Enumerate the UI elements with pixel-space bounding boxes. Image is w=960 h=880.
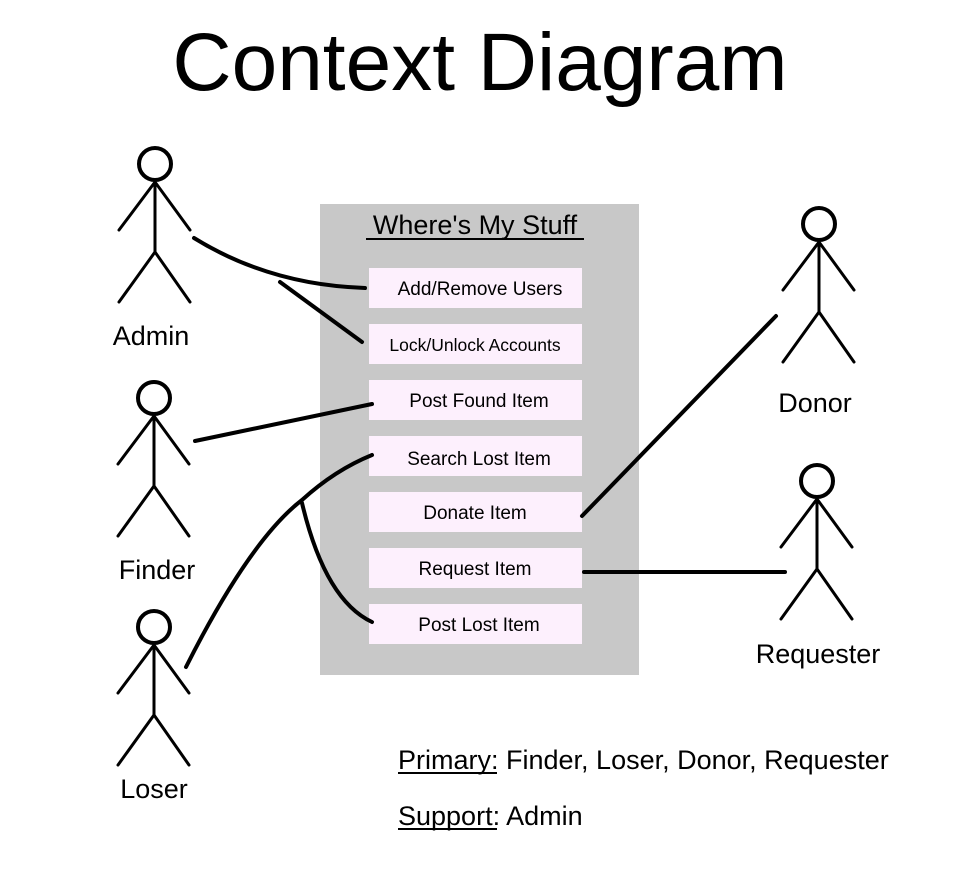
association-loser-post-lost-item xyxy=(300,501,374,624)
legend-support-label: Support xyxy=(398,801,493,831)
use-case-box xyxy=(369,436,582,476)
use-case-box xyxy=(369,492,582,532)
stick-figure-icon xyxy=(117,146,192,304)
use-case-label: Post Lost Item xyxy=(418,615,539,636)
actor-donor[interactable]: Donor xyxy=(778,206,856,418)
use-case-post-lost-item[interactable]: Post Lost Item xyxy=(369,604,582,644)
stick-figure-icon xyxy=(116,609,191,767)
actor-loser[interactable]: Loser xyxy=(116,609,191,804)
use-case-label: Search Lost Item xyxy=(407,449,551,470)
stick-figure-icon xyxy=(779,463,854,621)
use-case-request-item[interactable]: Request Item xyxy=(369,548,582,588)
legend-support: Support: Admin xyxy=(398,801,583,831)
association-loser-search-lost-item xyxy=(184,453,374,669)
association-finder-post-found-item xyxy=(193,402,374,443)
use-case-label: Donate Item xyxy=(423,503,527,524)
association-admin-add-remove-users xyxy=(192,236,367,290)
use-case-label: Post Found Item xyxy=(409,391,548,412)
actor-label: Admin xyxy=(113,321,190,351)
use-case-box xyxy=(369,548,582,588)
system-title: Where's My Stuff xyxy=(373,210,578,240)
use-case-label: Add/Remove Users xyxy=(398,279,563,300)
legend-primary: Primary: Finder, Loser, Donor, Requester xyxy=(398,745,889,775)
stick-figure-icon xyxy=(781,206,856,364)
actor-admin[interactable]: Admin xyxy=(113,146,192,351)
actor-requester[interactable]: Requester xyxy=(756,463,881,669)
actor-label: Finder xyxy=(119,555,196,585)
legend-primary-label: Primary xyxy=(398,745,491,775)
actor-label: Requester xyxy=(756,639,881,669)
legend-support-value: : Admin xyxy=(493,801,583,831)
actor-finder[interactable]: Finder xyxy=(116,380,196,585)
legend-primary-value: : Finder, Loser, Donor, Requester xyxy=(491,745,889,775)
diagram-title: Context Diagram xyxy=(172,17,787,108)
use-case-label: Lock/Unlock Accounts xyxy=(389,335,560,355)
use-case-box xyxy=(369,324,582,364)
use-case-box xyxy=(369,268,582,308)
use-case-add-remove-users[interactable]: Add/Remove Users xyxy=(369,268,582,308)
actor-label: Donor xyxy=(778,388,852,418)
association-donor-donate-item xyxy=(580,314,778,518)
use-case-search-lost-item[interactable]: Search Lost Item xyxy=(369,436,582,476)
use-case-lock-unlock-accounts[interactable]: Lock/Unlock Accounts xyxy=(369,324,582,364)
use-case-box xyxy=(369,380,582,420)
use-case-box xyxy=(369,604,582,644)
legend: Primary: Finder, Loser, Donor, Requester… xyxy=(398,745,889,831)
use-case-donate-item[interactable]: Donate Item xyxy=(369,492,582,532)
use-case-post-found-item[interactable]: Post Found Item xyxy=(369,380,582,420)
stick-figure-icon xyxy=(116,380,191,538)
use-case-label: Request Item xyxy=(419,559,532,580)
actor-label: Loser xyxy=(120,774,188,804)
association-admin-lock-unlock-accounts xyxy=(278,280,364,344)
